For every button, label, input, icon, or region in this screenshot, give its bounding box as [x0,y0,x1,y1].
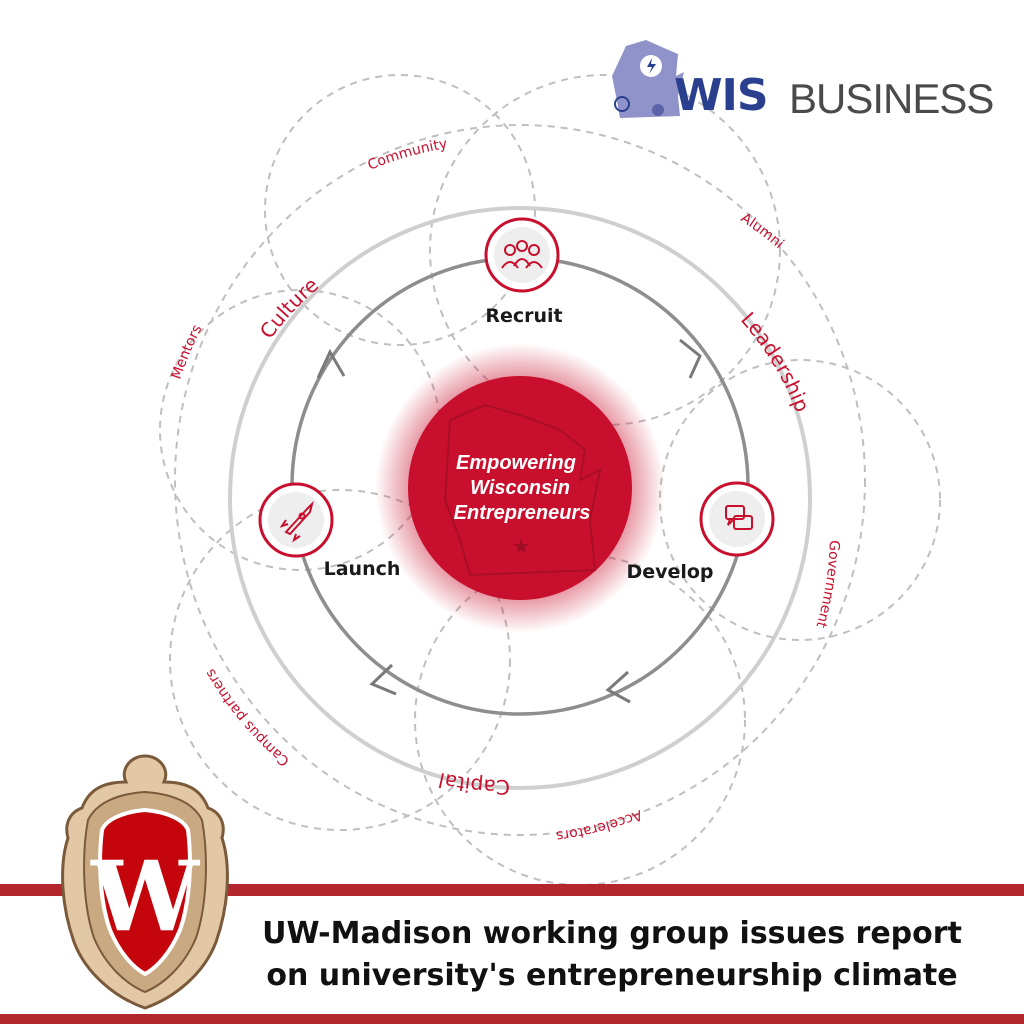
chat-bubbles-icon [725,505,753,530]
dashed-loop [414,554,746,886]
arrow-bottom-left [369,663,397,696]
stage-label-launch: Launch [324,558,401,580]
center-line-1: Empowering [456,452,576,474]
arrow-launch-to-recruit [316,348,346,379]
wisbusiness-logo: WIS BUSINESS [606,36,1001,130]
stage-label-develop: Develop [626,561,713,583]
cycle-arrows [316,338,702,704]
outer-label-mentors: Mentors [169,322,206,381]
crest-letter: W [90,840,200,953]
dashed-loop [174,124,866,836]
banner-top-stripe [0,884,1024,896]
banner-bottom-stripe [0,1014,1024,1024]
headline: UW-Madison working group issues report o… [212,913,1012,997]
rocket-icon [279,500,314,543]
uw-crest-logo: W [61,754,229,1010]
dashed-loop [169,489,511,831]
center-circle [408,376,632,600]
people-icon [501,240,543,269]
arrow-develop-to-launch [605,670,631,704]
ring-label-culture: Culture [255,273,323,343]
center-line-2: Wisconsin [470,477,570,499]
stage-develop: Develop [626,481,775,583]
stage-label-recruit: Recruit [485,305,562,327]
outer-label-community: Community [365,136,448,174]
stage-launch: Launch [258,482,401,580]
logo-text-wis: WIS [674,70,769,121]
center-line-3: Entrepreneurs [454,502,591,524]
dashed-loop [659,359,941,641]
middle-ring [228,206,812,790]
wisconsin-star: ★ [512,534,530,558]
outer-label-government: Government [812,540,842,630]
headline-line-1: UW-Madison working group issues report [262,916,962,951]
wisconsin-map-icon [612,40,684,118]
outer-label-accelerators: Accelerators [555,806,644,844]
headline-line-2: on university's entrepreneurship climate [266,958,958,993]
ring-label-leadership: Leadership [736,307,814,415]
wisconsin-outline [443,403,602,577]
arrow-recruit-to-develop [679,338,702,379]
stage-recruit: Recruit [484,217,563,327]
ring-label-capital: Capital [436,768,510,799]
logo-text-business: BUSINESS [789,75,994,122]
